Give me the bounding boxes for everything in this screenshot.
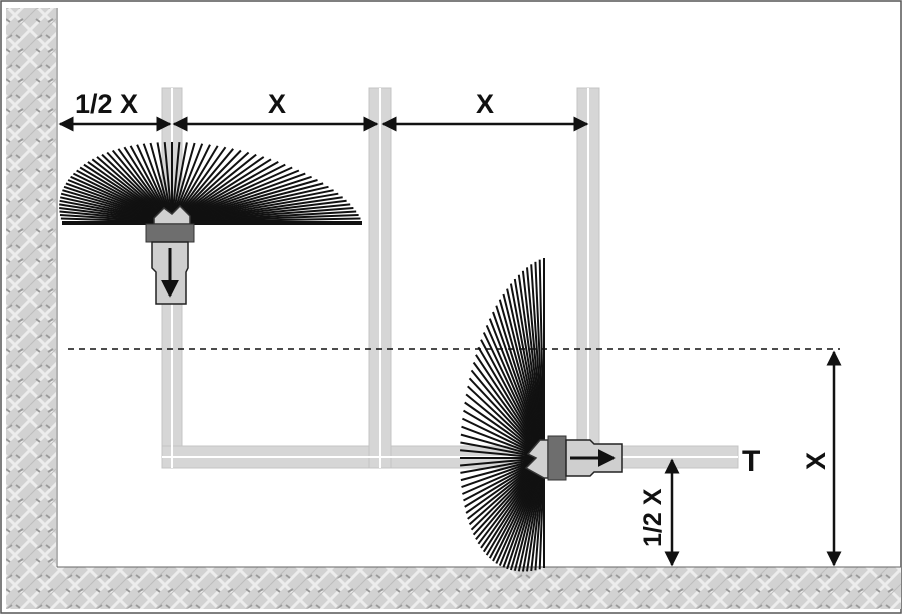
spray-stroke bbox=[171, 142, 181, 223]
spray-stroke bbox=[142, 143, 173, 223]
label-x-top-2: X bbox=[476, 89, 494, 119]
spray-stroke bbox=[163, 142, 173, 223]
spray-stroke bbox=[460, 457, 545, 474]
dimension-arrows bbox=[58, 116, 842, 567]
label-x-right: X bbox=[801, 452, 831, 470]
label-x-top-1: X bbox=[268, 89, 286, 119]
label-half-x-bottom: 1/2 X bbox=[639, 488, 667, 547]
spray-stroke bbox=[467, 385, 545, 459]
spray-stroke bbox=[460, 449, 545, 459]
sprinkler-head-top bbox=[145, 204, 195, 305]
left-wall bbox=[6, 8, 56, 608]
label-pipe-end-t: T bbox=[742, 445, 760, 478]
label-half-x-top: 1/2 X bbox=[75, 89, 138, 119]
floor bbox=[6, 567, 901, 609]
spray-stroke bbox=[464, 401, 545, 459]
spray-stroke bbox=[475, 354, 545, 459]
spray-stroke bbox=[460, 457, 545, 482]
spray-stroke bbox=[149, 142, 173, 223]
spray-stroke bbox=[468, 377, 545, 459]
spray-stroke bbox=[465, 393, 545, 459]
spray-stroke bbox=[156, 142, 173, 223]
spray-stroke bbox=[472, 361, 545, 459]
sprinkler-head-right bbox=[524, 435, 623, 481]
spray-stroke bbox=[470, 369, 545, 459]
spray-stroke bbox=[460, 457, 545, 467]
spray-stroke bbox=[171, 142, 188, 223]
spray-stroke bbox=[171, 142, 196, 223]
spray-stroke bbox=[171, 153, 257, 223]
